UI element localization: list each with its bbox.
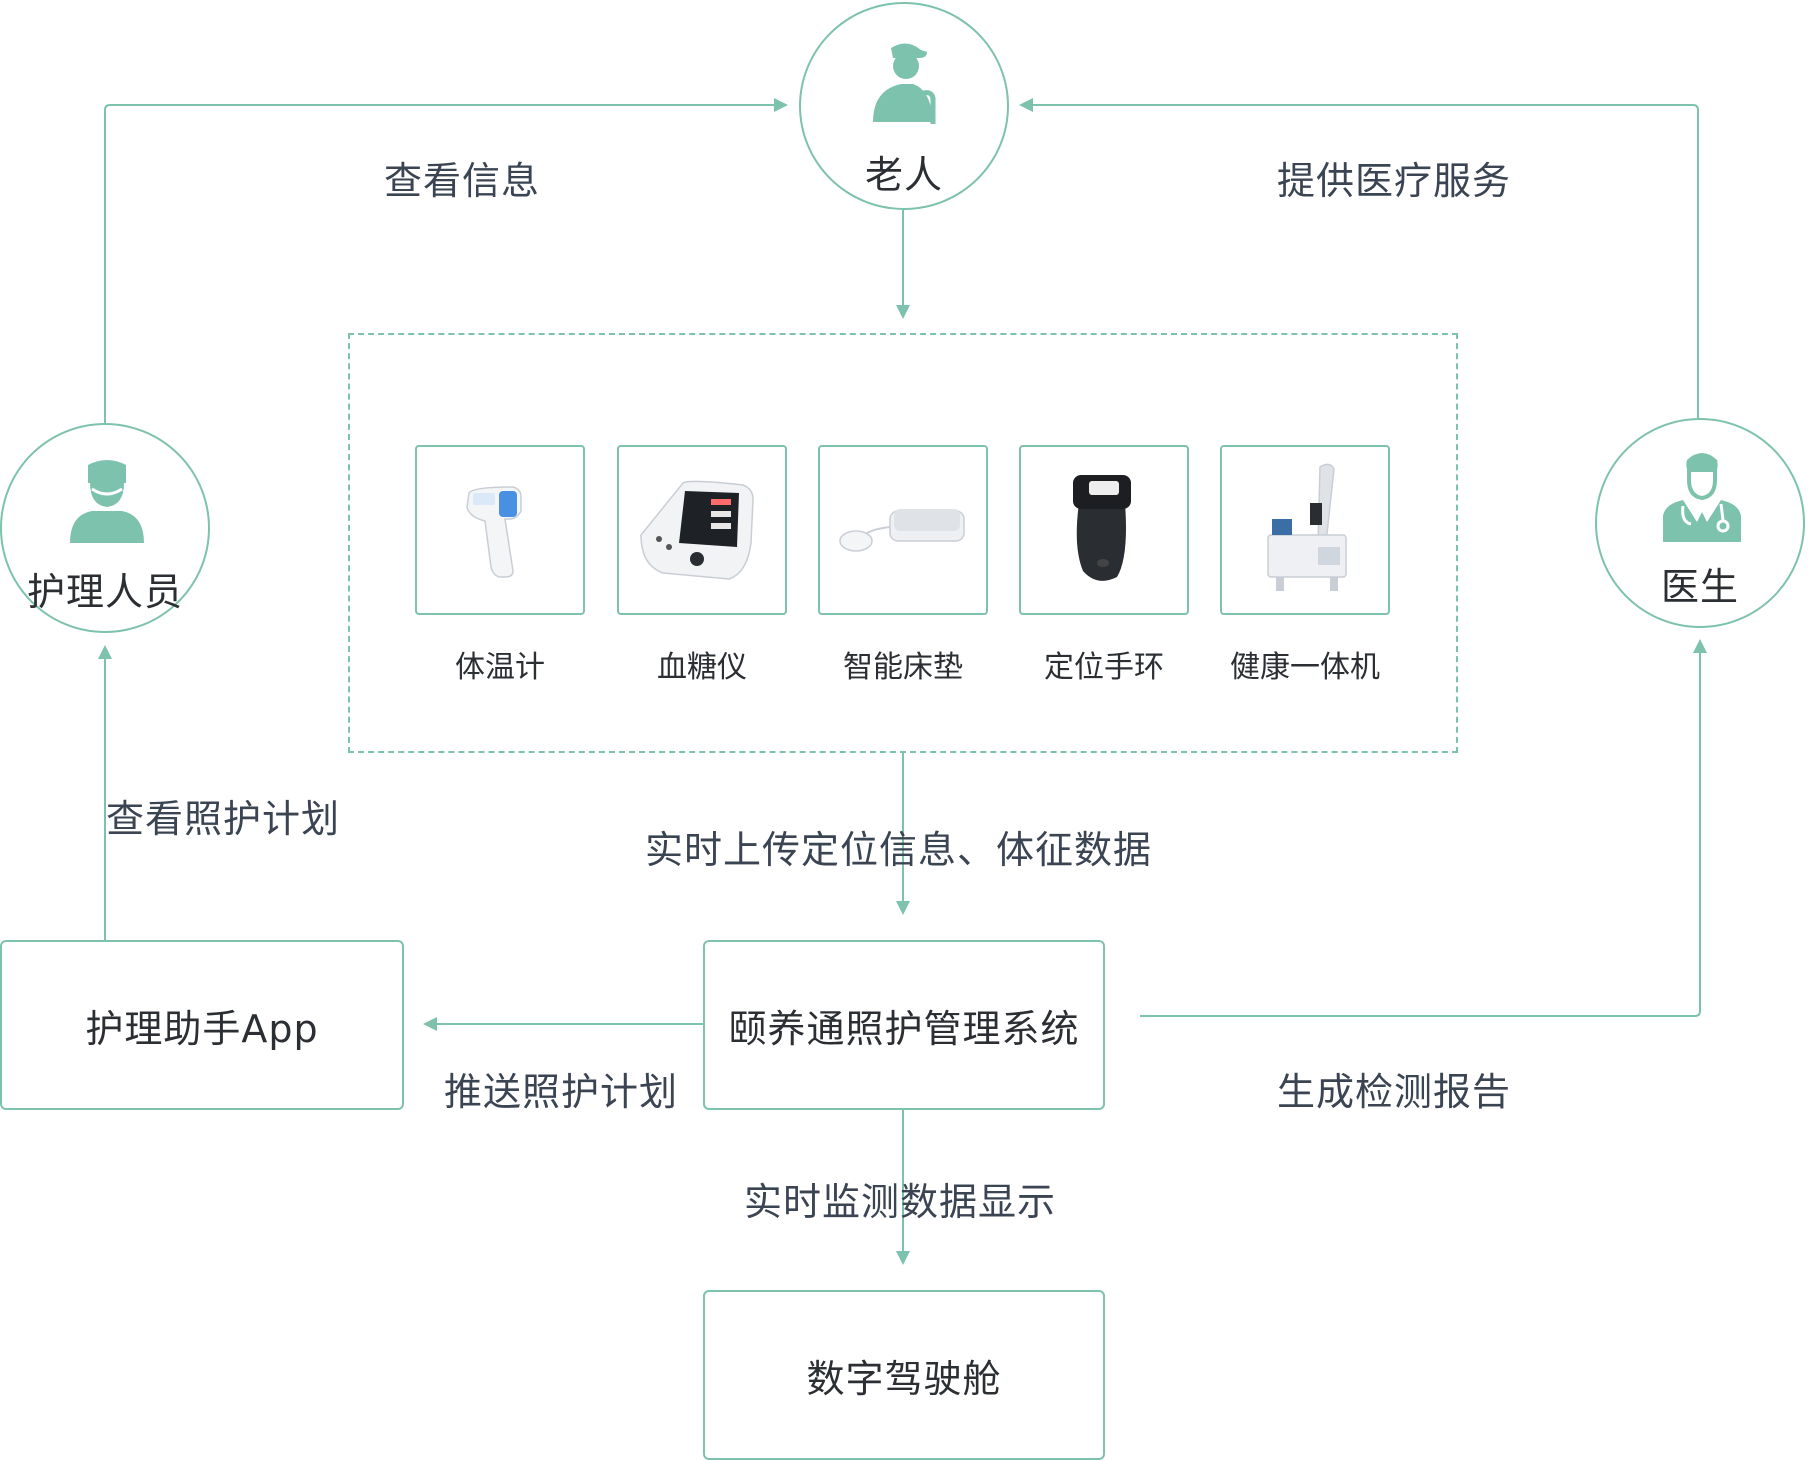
edge-label-view-info: 查看信息	[384, 159, 541, 203]
care-management-system-box: 颐养通照护管理系统	[703, 940, 1105, 1110]
caregiver-label: 护理人员	[26, 570, 183, 614]
smart-mattress-icon	[839, 509, 965, 552]
device-glucose-meter: 血糖仪	[617, 445, 787, 686]
cockpit-label: 数字驾驶舱	[806, 1356, 1002, 1401]
devices-group: 体温计 血糖仪	[348, 333, 1458, 753]
doctor-icon	[1663, 453, 1741, 542]
edge-label-push-care-plan: 推送照护计划	[444, 1070, 679, 1114]
device-label: 体温计	[455, 650, 545, 685]
edge-label-view-care-plan: 查看照护计划	[106, 797, 341, 841]
doctor-label: 医生	[1660, 565, 1739, 609]
location-bracelet-icon	[1073, 475, 1131, 581]
device-label: 血糖仪	[657, 650, 747, 685]
elder-label: 老人	[864, 153, 943, 197]
edge-label-realtime-display: 实时监测数据显示	[744, 1180, 1057, 1224]
nurse-icon	[70, 460, 144, 543]
digital-cockpit-box: 数字驾驶舱	[703, 1290, 1105, 1460]
device-health-kiosk: 健康一体机	[1220, 445, 1390, 686]
doctor-node: 医生	[1595, 418, 1805, 628]
system-label: 颐养通照护管理系统	[728, 1006, 1080, 1051]
care-assistant-app-box: 护理助手App	[0, 940, 404, 1110]
health-kiosk-icon	[1267, 463, 1347, 591]
device-label: 定位手环	[1044, 650, 1164, 685]
edge-label-upload-data: 实时上传定位信息、体征数据	[645, 828, 1153, 872]
edge-label-generate-report: 生成检测报告	[1277, 1070, 1512, 1114]
device-smart-mattress: 智能床垫	[818, 445, 988, 686]
caregiver-node: 护理人员	[0, 423, 210, 633]
elder-node: 老人	[799, 2, 1009, 210]
edge-provide-medical	[1019, 98, 1699, 418]
device-thermometer: 体温计	[415, 445, 585, 686]
edge-label-provide-medical: 提供医疗服务	[1277, 159, 1512, 203]
elder-icon	[873, 43, 936, 124]
device-label: 智能床垫	[843, 650, 963, 685]
device-location-bracelet: 定位手环	[1019, 445, 1189, 686]
app-label: 护理助手App	[85, 1006, 319, 1051]
glucose-meter-icon	[640, 480, 754, 580]
thermometer-icon	[466, 486, 522, 578]
edge-generate-report	[1140, 639, 1707, 1017]
device-label: 健康一体机	[1230, 650, 1380, 685]
edge-view-info	[104, 98, 788, 423]
